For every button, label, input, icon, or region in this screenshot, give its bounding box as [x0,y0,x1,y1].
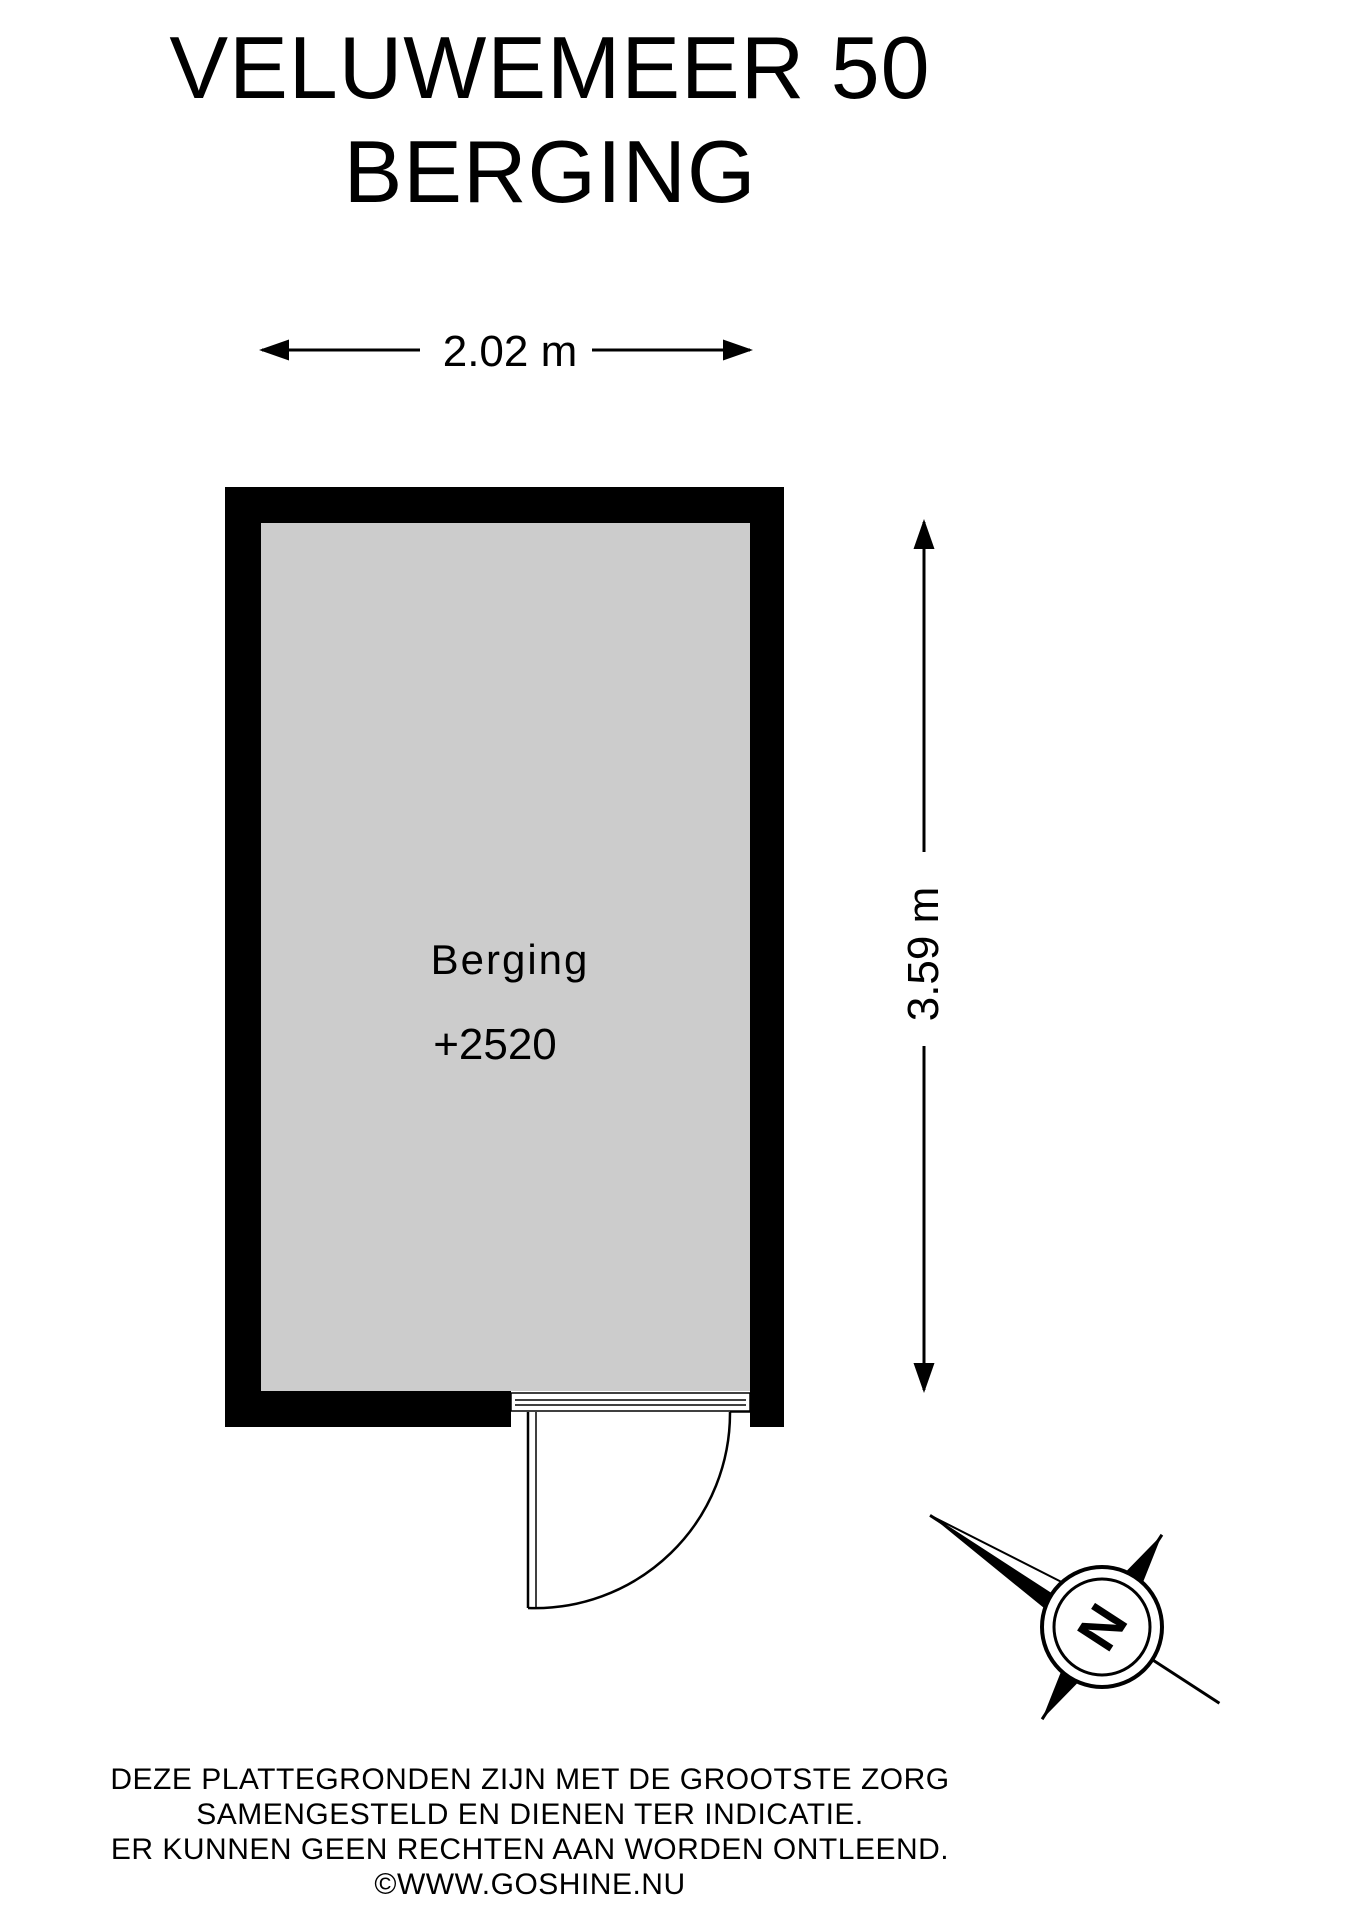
walls [225,487,784,1427]
page-title-room: BERGING [343,122,757,221]
disclaimer-line: ER KUNNEN GEEN RECHTEN AAN WORDEN ONTLEE… [110,1833,950,1866]
disclaimer-line: SAMENGESTELD EN DIENEN TER INDICATIE. [196,1798,864,1831]
door-swing [526,1411,750,1610]
page-title-address: VELUWEMEER 50 [169,18,931,117]
door-threshold [510,1392,751,1412]
width-dimension-label: 2.02 m [430,327,590,377]
room-name-label: Berging [430,936,590,983]
compass-icon [929,1514,1221,1721]
disclaimer-line: DEZE PLATTEGRONDEN ZIJN MET DE GROOTSTE … [110,1763,950,1796]
disclaimer-copyright: ©WWW.GOSHINE.NU [374,1868,686,1901]
room-level-label: +2520 [433,1020,557,1069]
height-dimension-label: 3.59 m [899,874,949,1034]
room-floor [261,523,750,1391]
disclaimer-text: DEZE PLATTEGRONDEN ZIJN MET DE GROOTSTE … [30,1762,1030,1902]
